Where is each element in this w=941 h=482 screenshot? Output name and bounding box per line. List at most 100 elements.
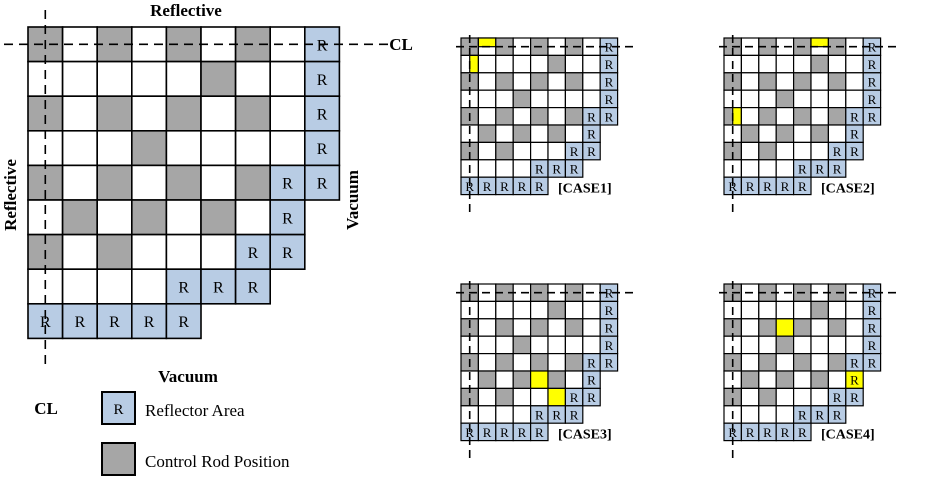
reflector-symbol: R [605,40,614,55]
reflector-cell [564,159,584,178]
fuel-cell [740,318,760,337]
control-rod-cell [564,318,584,337]
control-rod-cell [758,106,777,126]
reflector-cell [792,422,812,442]
fuel-cell [495,335,514,355]
reflector-symbol: R [518,179,527,194]
highlighted-half-cell [810,37,829,48]
reflector-cell [529,176,549,196]
reflector-symbol: R [850,109,859,124]
fuel-cell [582,72,601,91]
fuel-cell [792,335,812,355]
fuel-cell [200,130,237,167]
fuel-cell [547,335,566,355]
fuel-cell [477,335,497,355]
fuel-cell [200,95,237,132]
fuel-cell [564,124,584,143]
reflector-cell [269,233,306,271]
fuel-cell [131,60,168,97]
reflector-symbol: R [746,179,755,194]
fuel-cell [61,95,98,132]
fuel-cell [131,268,168,305]
fuel-cell [827,124,847,143]
fuel-cell [477,405,497,424]
fuel-cell [165,130,202,167]
reflector-cell [862,353,882,372]
control-rod-cell [810,300,829,320]
fuel-cell [810,387,829,407]
reflector-symbol: R [570,390,579,405]
case-label: [CASE2] [821,182,875,197]
control-rod-cell [495,387,514,407]
fuel-cell [845,318,864,337]
fuel-cell [269,130,306,167]
reflector-symbol: R [833,144,842,159]
control-rod-cell [775,89,795,109]
reflector-cell [303,164,341,201]
control-rod-cell [564,353,584,372]
control-rod-cell [165,95,202,132]
fuel-cell [740,72,760,91]
highlighted-cell [775,318,795,337]
reflector-symbol: R [833,390,842,405]
bottom-boundary-label: Vacuum [158,367,218,386]
fuel-cell [582,300,601,320]
control-rod-cell [827,353,847,372]
control-rod-cell [234,95,272,132]
fuel-cell [234,130,272,167]
fuel-cell [582,54,601,74]
reflector-symbol: R [570,408,579,423]
fuel-cell [529,124,549,143]
fuel-cell [529,335,549,355]
fuel-cell [792,89,812,109]
control-rod-cell [512,89,532,109]
fuel-cell [547,353,566,372]
fuel-cell [269,95,306,132]
fuel-cell [792,370,812,389]
control-rod-cell [512,124,532,143]
reflector-symbol: R [781,425,790,440]
control-rod-cell [810,124,829,143]
reflector-symbol: R [868,57,877,72]
fuel-cell [165,60,202,97]
control-rod-cell [758,72,777,91]
reflector-cell [845,141,864,161]
centerline-label-vertical: CL [34,399,58,418]
fuel-cell [775,300,795,320]
fuel-cell [775,141,795,161]
fuel-cell [131,233,168,271]
fuel-cell [547,106,566,126]
reflector-symbol: R [605,321,614,336]
fuel-cell [827,370,847,389]
reflector-symbol: R [798,179,807,194]
fuel-cell [61,268,98,305]
reflector-symbol: R [535,179,544,194]
fuel-cell [810,141,829,161]
reflector-symbol: R [248,280,259,297]
fuel-cell [512,72,532,91]
reflector-symbol: R [605,109,614,124]
control-rod-cell [495,141,514,161]
reflector-symbol: R [605,286,614,301]
fuel-cell [61,233,98,271]
fuel-cell [477,159,497,178]
reflector-symbol: R [248,245,259,262]
fuel-cell [775,106,795,126]
reflector-symbol: R [178,314,189,331]
fuel-cell [495,124,514,143]
fuel-cell [96,130,133,167]
fuel-cell [61,130,98,167]
fuel-cell [775,72,795,91]
legend-control-rod-label: Control Rod Position [145,452,290,471]
control-rod-cell [234,164,272,201]
fuel-cell [740,353,760,372]
control-rod-cell [495,318,514,337]
fuel-cell [477,318,497,337]
control-rod-cell [495,72,514,91]
reflector-symbol: R [535,408,544,423]
control-rod-cell [495,106,514,126]
reflector-symbol: R [109,314,120,331]
